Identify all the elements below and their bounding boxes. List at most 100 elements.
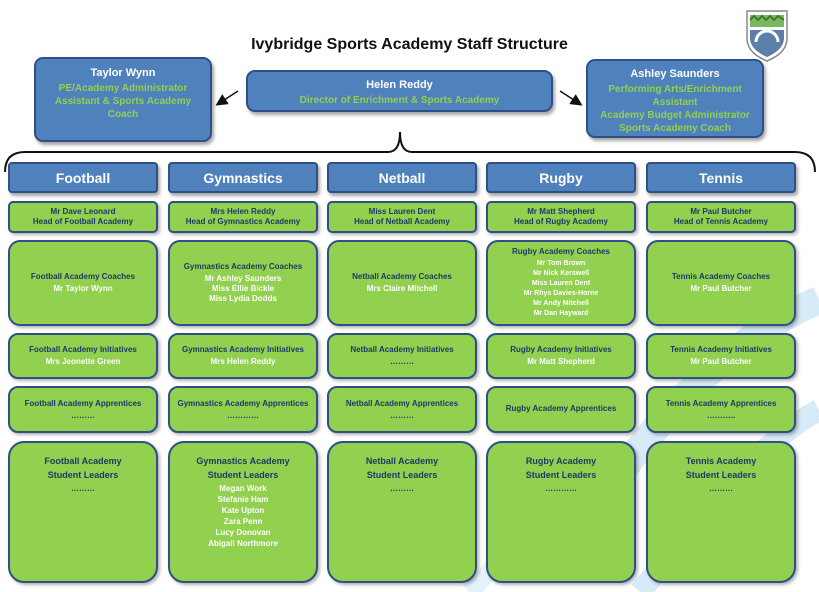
member-name: ………	[390, 410, 414, 420]
column-header-gymnastics: Gymnastics	[168, 162, 318, 193]
member-name: Lucy Donovan	[215, 528, 271, 537]
column-header-football: Football	[8, 162, 158, 193]
member-name: Mr Dan Hayward	[533, 310, 589, 317]
box-title: Gymnastics Academy Apprentices	[177, 398, 309, 408]
member-name: Mrs Claire Mitchell	[366, 284, 438, 293]
member-name: Mr Nick Kerswell	[532, 270, 590, 277]
box-title: Tennis Academy Coaches	[671, 272, 771, 281]
netball-initiatives-box: Netball Academy Initiatives………	[327, 333, 477, 379]
staff-role: Assistant	[652, 97, 698, 108]
head-role: Head of Gymnastics Academy	[185, 217, 301, 226]
head-role: Head of Football Academy	[32, 217, 134, 226]
box-title: Tennis Academy Apprentices	[665, 398, 777, 408]
tennis-initiatives-box: Tennis Academy Initiatives Mr Paul Butche…	[646, 333, 796, 379]
arrow-right	[559, 90, 583, 106]
head-name: Miss Lauren Dent	[368, 207, 436, 216]
rugby-coaches-box: Rugby Academy Coaches Mr Tom Brown Mr Nick…	[486, 240, 636, 326]
member-name: ………..	[706, 410, 736, 420]
member-name: Mr Paul Butcher	[690, 284, 752, 293]
netball-apprentices-box: Netball Academy Apprentices ………	[327, 386, 477, 433]
member-name: Miss Lauren Dent	[531, 280, 591, 287]
member-name: Mr Taylor Wynn	[53, 284, 113, 293]
gymnastics-apprentices-box: Gymnastics Academy Apprentices …………	[168, 386, 318, 433]
member-name: Abigail Northmore	[208, 539, 278, 548]
box-title: Tennis Academy Initiatives	[670, 345, 772, 354]
member-name: Kate Upton	[221, 506, 265, 515]
box-title: Rugby Academy Apprentices	[505, 403, 617, 413]
rugby-apprentices-box: Rugby Academy Apprentices	[486, 386, 636, 433]
box-title: Gymnastics Academy	[196, 456, 290, 466]
member-name: ………	[71, 484, 95, 493]
box-title: Rugby Academy	[525, 456, 597, 466]
box-title: Football Academy Apprentices	[24, 398, 142, 408]
head-name: Mrs Helen Reddy	[210, 207, 276, 216]
staff-role: PE/Academy Administrator	[58, 83, 188, 94]
member-name: …………	[227, 410, 259, 420]
staff-role: Assistant & Sports Academy	[54, 96, 192, 107]
football-apprentices-box: Football Academy Apprentices ………	[8, 386, 158, 433]
box-title: Rugby Academy Coaches	[512, 247, 610, 256]
member-name: Miss Ellie Bickle	[211, 284, 275, 293]
box-title: Student Leaders	[685, 470, 757, 480]
box-title: Gymnastics Academy Coaches	[183, 262, 303, 271]
member-name: Zara Penn	[223, 517, 263, 526]
column-header-tennis: Tennis	[646, 162, 796, 193]
school-crest-logo	[746, 10, 788, 62]
member-name: ………	[71, 410, 95, 420]
staff-name: Taylor Wynn	[90, 67, 156, 79]
member-name: ………	[709, 484, 733, 493]
staff-role: Performing Arts/Enrichment	[608, 84, 742, 95]
box-title: Gymnastics Academy Initiatives	[182, 345, 304, 354]
member-name: Stefanie Ham	[217, 495, 269, 504]
column-header-rugby: Rugby	[486, 162, 636, 193]
box-title: Tennis Academy	[685, 456, 757, 466]
member-name: Megan Work	[219, 484, 267, 493]
member-name: Mr Andy Mitchell	[533, 300, 589, 307]
box-title: Football Academy Coaches	[30, 272, 136, 281]
head-name: Mr Matt Shepherd	[527, 207, 595, 216]
box-title: Netball Academy Apprentices	[345, 398, 459, 408]
staff-role: Academy Budget Administrator	[600, 110, 750, 121]
head-role: Head of Tennis Academy	[673, 217, 769, 226]
member-name: Mr Tom Brown	[536, 260, 586, 267]
staff-role: Coach	[107, 109, 139, 120]
member-name: Mrs Jeonette Green	[45, 357, 121, 366]
member-name: Mr Ashley Saunders	[204, 274, 282, 283]
staff-name: Ashley Saunders	[630, 68, 720, 80]
tennis-apprentices-box: Tennis Academy Apprentices ………..	[646, 386, 796, 433]
box-title: Netball Academy Coaches	[352, 272, 452, 281]
head-name: Mr Paul Butcher	[690, 207, 752, 216]
gymnastics-coaches-box: Gymnastics Academy Coaches Mr Ashley Saun…	[168, 240, 318, 326]
head-role: Head of Netball Academy	[354, 217, 450, 226]
member-name: ………	[390, 357, 414, 366]
staff-role: Director of Enrichment & Sports Academy	[299, 95, 500, 106]
staff-box-helen-reddy: Helen Reddy Director of Enrichment & Spo…	[246, 70, 553, 112]
head-role: Head of Rugby Academy	[514, 217, 608, 226]
head-name: Mr Dave Leonard	[50, 207, 116, 216]
football-coaches-box: Football Academy Coaches Mr Taylor Wynn	[8, 240, 158, 326]
staff-name: Helen Reddy	[366, 79, 433, 91]
column-header-netball: Netball	[327, 162, 477, 193]
member-name: Mr Matt Shepherd	[527, 357, 595, 366]
member-name: Mr Paul Butcher	[690, 357, 752, 366]
box-title: Football Academy Initiatives	[29, 345, 137, 354]
staff-box-ashley-saunders: Ashley Saunders Performing Arts/Enrichme…	[586, 59, 764, 138]
tennis-coaches-box: Tennis Academy Coaches Mr Paul Butcher	[646, 240, 796, 326]
box-title: Student Leaders	[47, 470, 119, 480]
box-title: Student Leaders	[525, 470, 597, 480]
rugby-initiatives-box: Rugby Academy Initiatives Mr Matt Shepher…	[486, 333, 636, 379]
box-title: Rugby Academy Initiatives	[510, 345, 612, 354]
